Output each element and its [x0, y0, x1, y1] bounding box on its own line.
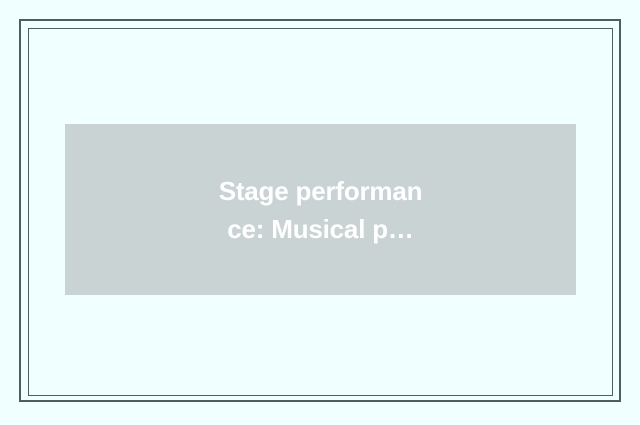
image-placeholder-caption: Stage performance: Musical p… — [218, 175, 423, 244]
image-placeholder[interactable]: Stage performance: Musical p… — [65, 124, 576, 295]
outer-frame-border — [19, 19, 621, 402]
inner-frame-border — [28, 28, 613, 396]
